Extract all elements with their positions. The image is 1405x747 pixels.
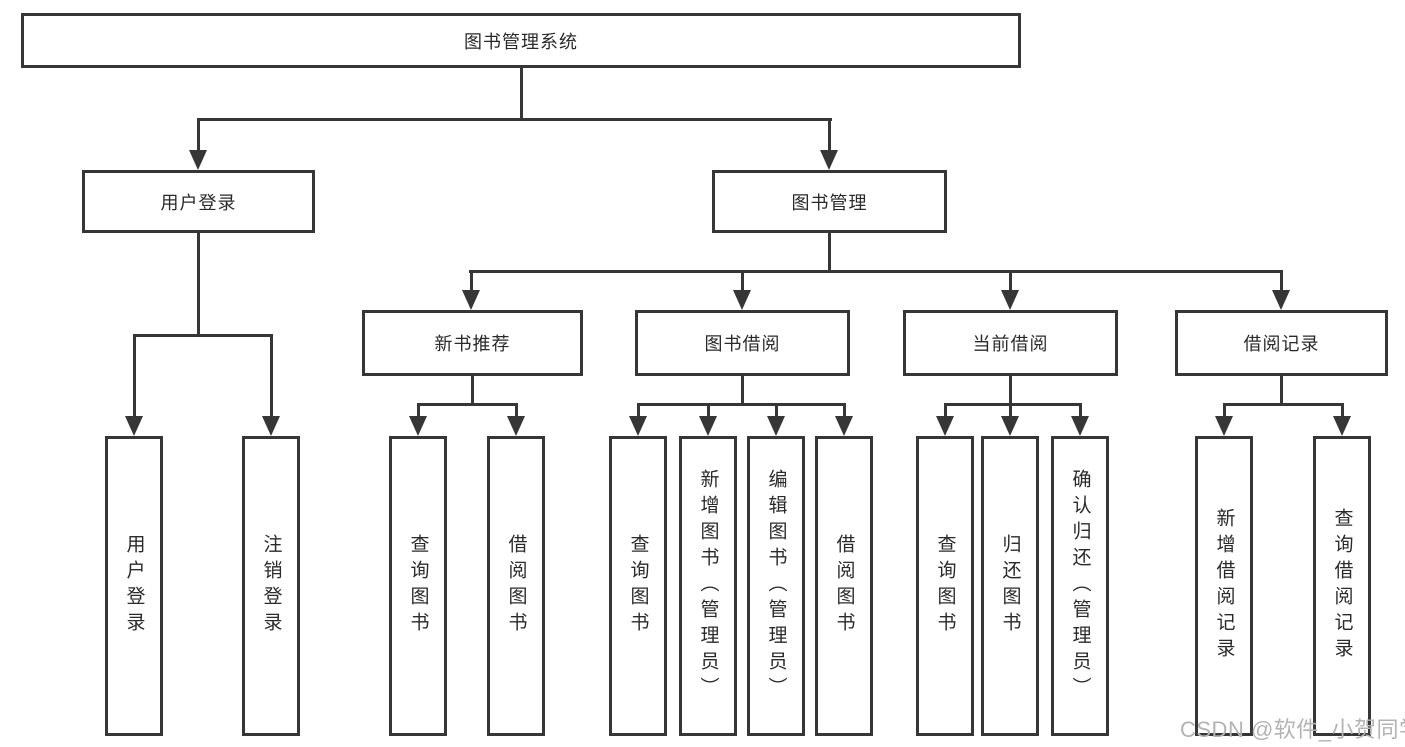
connector-line	[1280, 270, 1283, 292]
leaf-logout-label: 注销登录	[260, 534, 282, 638]
leaf-return-book: 归还图书	[981, 436, 1039, 736]
arrowhead-down	[507, 416, 525, 436]
connector-line	[1341, 403, 1344, 417]
node-borrow-record: 借阅记录	[1175, 310, 1388, 376]
connector-line	[197, 118, 200, 151]
arrowhead-down	[1215, 416, 1233, 436]
leaf-user-login: 用户登录	[105, 436, 163, 736]
connector-line	[1223, 403, 1226, 417]
connector-line	[944, 403, 947, 417]
leaf-add-borrow-record-label: 新增借阅记录	[1213, 508, 1235, 664]
leaf-borrow-book-recommend: 借阅图书	[487, 436, 545, 736]
connector-line	[270, 334, 273, 418]
arrowhead-down	[820, 150, 838, 170]
leaf-borrow-book: 借阅图书	[815, 436, 873, 736]
leaf-query-book-current: 查询图书	[916, 436, 974, 736]
leaf-query-book-recommend: 查询图书	[389, 436, 447, 736]
leaf-confirm-return-admin: 确认归还（管理员）	[1051, 436, 1109, 736]
connector-line	[741, 270, 744, 292]
node-book-management-label: 图书管理	[791, 192, 868, 213]
arrowhead-down	[462, 290, 480, 310]
connector-line	[197, 232, 200, 337]
connector-line	[741, 376, 744, 406]
node-borrow-record-label: 借阅记录	[1243, 334, 1320, 354]
connector-line	[775, 403, 778, 417]
leaf-query-book-borrow: 查询图书	[609, 436, 667, 736]
connector-line	[707, 403, 710, 417]
connector-line	[470, 270, 473, 292]
node-current-borrow-label: 当前借阅	[972, 334, 1049, 354]
node-book-borrow-label: 图书借阅	[704, 334, 781, 354]
node-current-borrow: 当前借阅	[903, 310, 1118, 376]
watermark: CSDN @软件_小贺同学	[1180, 717, 1405, 742]
arrowhead-down	[262, 416, 280, 436]
arrowhead-down	[125, 416, 143, 436]
arrowhead-down	[1333, 416, 1351, 436]
connector-line	[1009, 376, 1012, 406]
connector-line	[1079, 403, 1082, 417]
leaf-logout: 注销登录	[242, 436, 300, 736]
arrowhead-down	[733, 290, 751, 310]
connector-line	[637, 403, 640, 417]
arrowhead-down	[189, 150, 207, 170]
connector-line	[417, 403, 420, 417]
connector-line	[197, 118, 832, 121]
connector-line	[1009, 270, 1012, 292]
node-new-book-recommend-label: 新书推荐	[434, 334, 511, 354]
leaf-edit-book-admin: 编辑图书（管理员）	[747, 436, 805, 736]
leaf-return-book-label: 归还图书	[999, 534, 1021, 638]
connector-line	[133, 334, 136, 418]
leaf-add-book-admin: 新增图书（管理员）	[679, 436, 737, 736]
arrowhead-down	[767, 416, 785, 436]
arrowhead-down	[1272, 290, 1290, 310]
arrowhead-down	[835, 416, 853, 436]
connector-line	[133, 334, 273, 337]
connector-line	[828, 232, 831, 273]
connector-line	[1280, 376, 1283, 406]
connector-line	[417, 403, 518, 406]
connector-line	[637, 403, 845, 406]
leaf-borrow-book-label: 借阅图书	[833, 534, 855, 638]
leaf-add-book-admin-label: 新增图书（管理员）	[697, 469, 719, 703]
node-user-login-label: 用户登录	[160, 192, 237, 213]
node-root-label: 图书管理系统	[464, 31, 578, 52]
leaf-query-borrow-record-label: 查询借阅记录	[1331, 508, 1353, 664]
leaf-query-book-recommend-label: 查询图书	[407, 534, 429, 638]
arrowhead-down	[409, 416, 427, 436]
arrowhead-down	[1001, 290, 1019, 310]
leaf-borrow-book-recommend-label: 借阅图书	[505, 534, 527, 638]
leaf-add-borrow-record: 新增借阅记录	[1195, 436, 1253, 736]
leaf-query-book-current-label: 查询图书	[934, 534, 956, 638]
node-user-login: 用户登录	[82, 170, 315, 233]
arrowhead-down	[699, 416, 717, 436]
leaf-confirm-return-admin-label: 确认归还（管理员）	[1069, 469, 1091, 703]
leaf-query-book-borrow-label: 查询图书	[627, 534, 649, 638]
connector-line	[520, 67, 523, 120]
leaf-edit-book-admin-label: 编辑图书（管理员）	[765, 469, 787, 703]
connector-line	[828, 118, 831, 151]
connector-line	[944, 403, 1081, 406]
node-root: 图书管理系统	[21, 13, 1021, 68]
arrowhead-down	[629, 416, 647, 436]
connector-line	[471, 376, 474, 406]
leaf-query-borrow-record: 查询借阅记录	[1313, 436, 1371, 736]
node-book-borrow: 图书借阅	[635, 310, 850, 376]
connector-line	[843, 403, 846, 417]
leaf-user-login-label: 用户登录	[123, 534, 145, 638]
node-new-book-recommend: 新书推荐	[362, 310, 583, 376]
arrowhead-down	[1001, 416, 1019, 436]
connector-line	[1009, 403, 1012, 417]
node-book-management: 图书管理	[712, 170, 947, 233]
connector-line	[515, 403, 518, 417]
connector-line	[469, 270, 1283, 273]
arrowhead-down	[1071, 416, 1089, 436]
arrowhead-down	[936, 416, 954, 436]
connector-line	[1223, 403, 1343, 406]
